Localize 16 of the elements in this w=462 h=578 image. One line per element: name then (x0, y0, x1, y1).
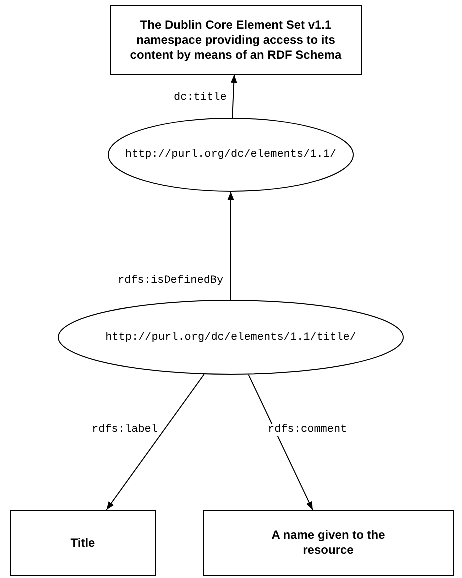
ellipse-node (108, 118, 354, 192)
arrow (230, 74, 238, 118)
arrow (106, 374, 205, 510)
uri-text: http://purl.org/dc/elements/1.1/title/ (104, 332, 358, 344)
node-text: Title (70, 536, 96, 550)
rectangle-node (110, 5, 362, 75)
ellipse-node (58, 300, 404, 375)
edge-label: rdfs:isDefinedBy (118, 275, 224, 287)
arrow (228, 192, 234, 300)
arrow (248, 374, 314, 510)
uri-text: http://purl.org/dc/elements/1.1/ (124, 149, 338, 161)
edge-label: rdfs:comment (268, 424, 348, 436)
rectangle-node (10, 510, 156, 576)
node-text: The Dublin Core Element Set v1.1 namespace providing access to its content by means of an RDF Schema (129, 18, 343, 62)
node-text: A name given to the resource (270, 528, 386, 558)
rectangle-node (203, 510, 454, 576)
